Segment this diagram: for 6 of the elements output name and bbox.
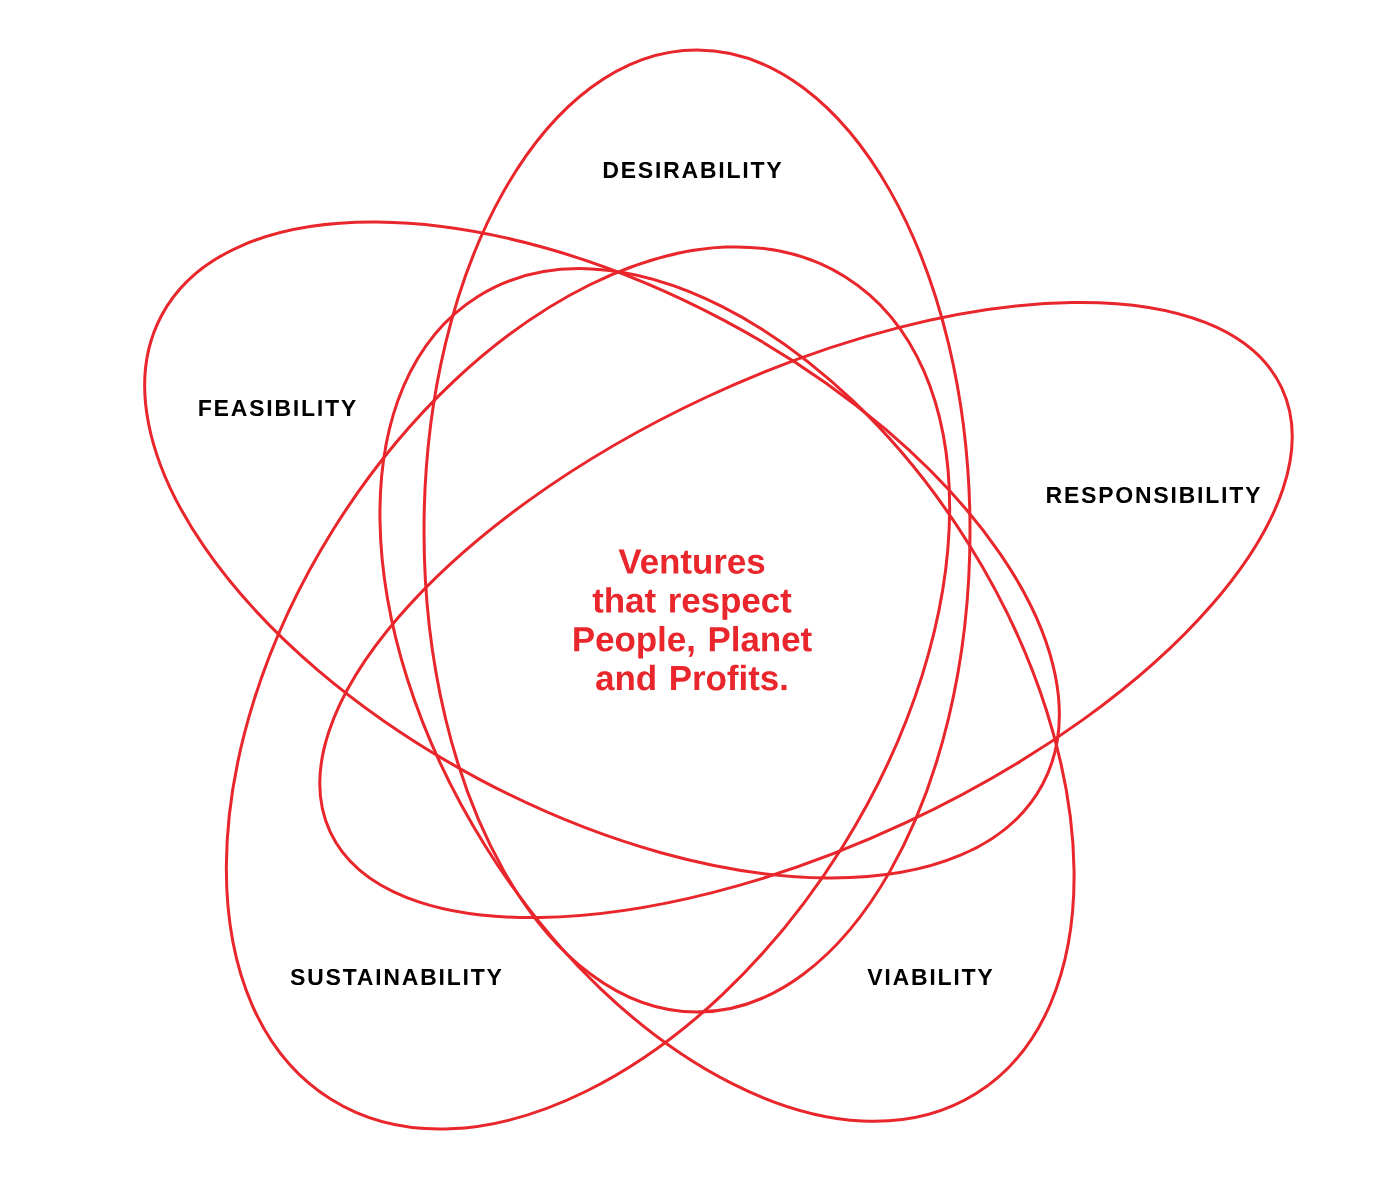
center-statement: Ventures that respect People, Planet and Profits. (574, 549, 812, 691)
category-label: DESIRABILITY (603, 161, 782, 179)
category-label: FEASIBILITY (199, 399, 356, 417)
category-label: RESPONSIBILITY (1047, 486, 1261, 504)
category-label: VIABILITY (867, 969, 993, 985)
category-label: SUSTAINABILITY (290, 968, 502, 986)
